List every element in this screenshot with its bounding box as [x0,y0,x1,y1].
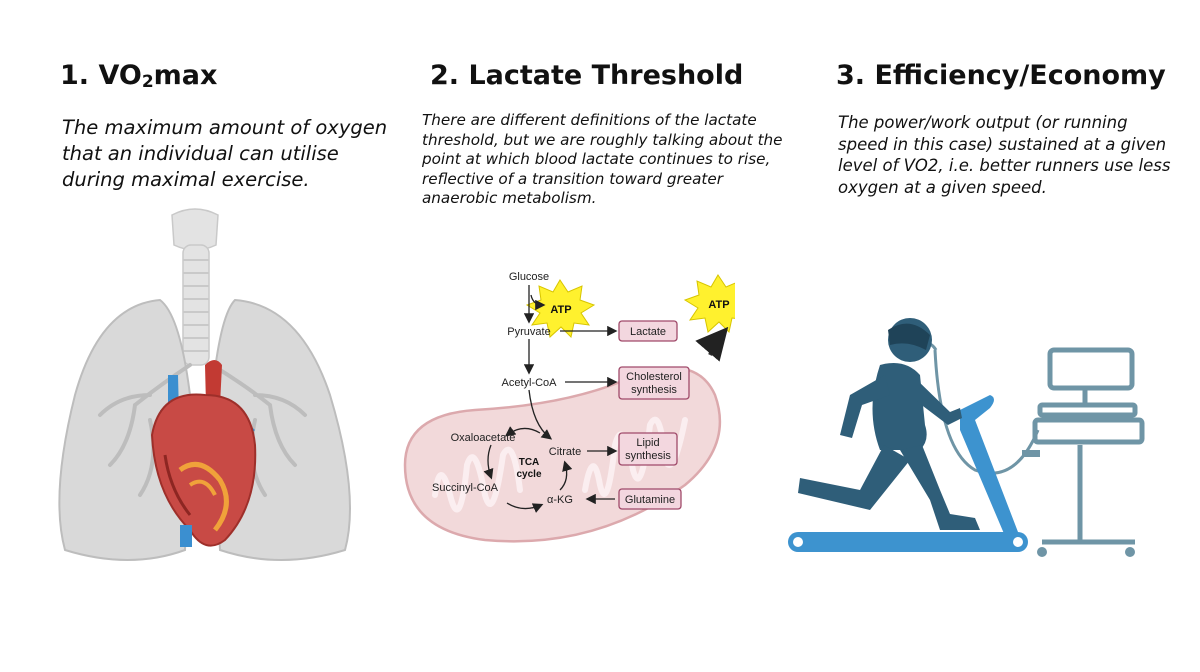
oxaloacetate-label: Oxaloacetate [451,432,516,444]
gas-analyzer-icon [1032,347,1145,545]
lipid-box-line2: synthesis [625,450,671,462]
citrate-label: Citrate [549,446,581,458]
vo2max-title: 1. VO2max [60,60,218,92]
glucose-label: Glucose [509,271,549,283]
lipid-box-line1: Lipid [636,437,659,449]
cholesterol-box-line1: Cholesterol [626,371,682,383]
efficiency-economy-title: 3. Efficiency/Economy [836,60,1166,91]
lactate-box: Lactate [630,326,666,338]
vo2max-description: The maximum amount of oxygen that an ind… [62,116,388,191]
acetyl-coa-label: Acetyl-CoA [501,377,557,389]
atp-burst-icon: ATP [683,274,735,334]
runner-icon [798,318,980,530]
atp-label-2: ATP [708,299,729,311]
pyruvate-label: Pyruvate [507,326,550,338]
metabolic-pathway-diagram: ATP ATP Glucose Pyruvate Acetyl-CoA Citr [403,271,735,543]
atp-burst-icon: ATP [525,279,596,339]
glutamine-box: Glutamine [625,494,675,506]
tca-label-line1: TCA [519,457,540,468]
efficiency-economy-description: The power/work output (or running speed … [838,113,1171,197]
succinyl-coa-label: Succinyl-CoA [432,482,499,494]
treadmill-icon [788,395,1028,552]
lactate-threshold-description: There are different definitions of the l… [422,111,783,207]
cholesterol-box-line2: synthesis [631,384,677,396]
lactate-threshold-title: 2. Lactate Threshold [430,60,744,91]
tca-label-line2: cycle [516,469,541,480]
lungs-heart-illustration [58,208,351,561]
treadmill-test-illustration [788,318,1145,557]
atp-label-1: ATP [550,304,571,316]
akg-label: α-KG [547,494,573,506]
